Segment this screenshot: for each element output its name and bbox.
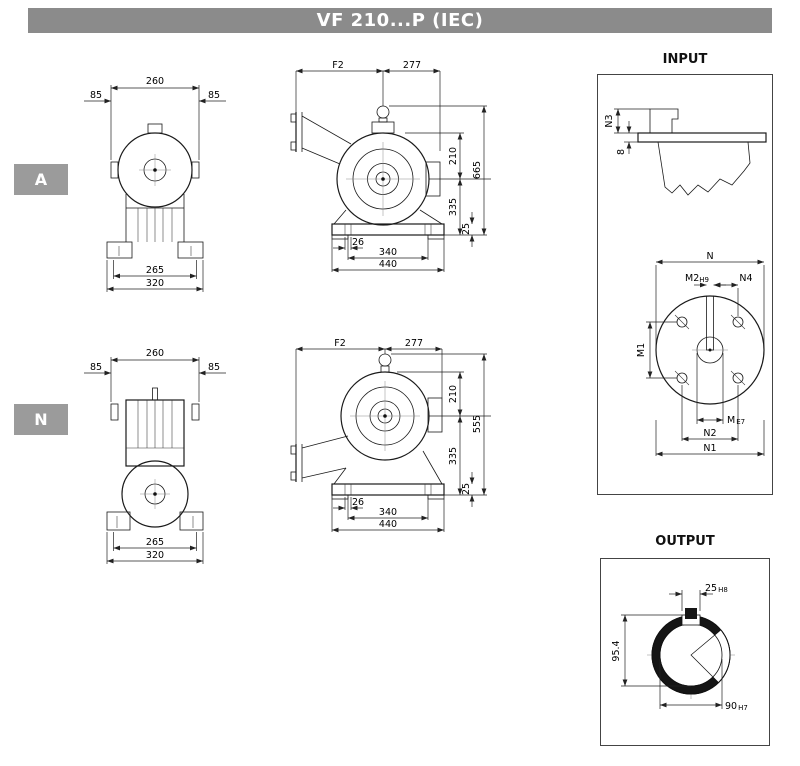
dim-label: 665 xyxy=(472,161,483,179)
side-n-dimensions: F2 277 210 335 555 25 26 340 440 xyxy=(295,338,491,533)
input-shaft-section-outline xyxy=(637,108,767,196)
dim-label: N3 xyxy=(604,114,615,127)
dim-label: 340 xyxy=(379,247,397,258)
dim-label: 335 xyxy=(448,198,459,216)
front-view-a-drawing: 260 85 85 265 320 xyxy=(84,76,226,292)
side-view-a-drawing: F2 277 210 335 665 25 26 340 440 xyxy=(290,60,491,273)
dim-label: M2H9 xyxy=(685,273,709,284)
dim-label: 320 xyxy=(146,278,164,289)
shaft-center-mark xyxy=(383,414,387,418)
output-dimensions: 25H8 95.4 90H7 xyxy=(611,583,748,712)
key-section xyxy=(685,608,697,619)
shaft-center-mark xyxy=(708,348,712,352)
front-a-dimensions: 260 85 85 265 320 xyxy=(84,76,226,292)
eyebolt-icon xyxy=(378,353,392,367)
dim-label: F2 xyxy=(332,60,344,71)
dim-label: 260 xyxy=(146,76,164,87)
dim-label: 210 xyxy=(448,147,459,165)
input-flange-dimensions: N M2H9 N4 M1 ME7 N2 N1 xyxy=(636,251,765,457)
output-hollow-shaft-section xyxy=(651,608,731,695)
dim-label: 265 xyxy=(146,537,164,548)
dim-label: F2 xyxy=(334,338,346,349)
page-title-bar: VF 210...P (IEC) xyxy=(28,8,772,33)
output-panel-title: OUTPUT xyxy=(655,534,715,549)
eyebolt-icon xyxy=(376,105,390,119)
dim-label: M1 xyxy=(636,343,647,357)
side-view-n-drawing: F2 277 210 335 555 25 26 340 440 xyxy=(290,338,491,533)
input-section-dimensions: N3 8 xyxy=(604,108,650,155)
dim-label: 85 xyxy=(90,90,102,101)
dim-label: 320 xyxy=(146,550,164,561)
dim-label: 26 xyxy=(352,497,364,508)
dim-label: 555 xyxy=(472,415,483,433)
page-title: VF 210...P (IEC) xyxy=(316,10,484,31)
dim-label: 26 xyxy=(352,237,364,248)
dim-label: 95.4 xyxy=(611,640,622,661)
variant-badge-n: N xyxy=(14,404,68,435)
dim-label: 260 xyxy=(146,348,164,359)
dim-label: 265 xyxy=(146,265,164,276)
variant-badge-a: A xyxy=(14,164,68,195)
dim-label: 85 xyxy=(208,90,220,101)
dim-label: 440 xyxy=(379,259,397,270)
shaft-center-mark xyxy=(381,177,385,181)
input-panel: N3 8 N xyxy=(597,74,773,495)
dim-label: 277 xyxy=(403,60,421,71)
gearbox-side-a-outline xyxy=(290,105,445,240)
dim-label: 25 xyxy=(461,483,472,495)
dim-label: N4 xyxy=(739,273,752,284)
dim-label: 335 xyxy=(448,447,459,465)
dim-label: ME7 xyxy=(727,415,745,426)
dim-label: N2 xyxy=(703,428,716,439)
input-panel-title: INPUT xyxy=(662,52,708,67)
input-flange-face-outline xyxy=(655,295,765,405)
gearbox-front-a-outline xyxy=(106,123,204,259)
dim-label: 85 xyxy=(208,362,220,373)
dim-label: 340 xyxy=(379,507,397,518)
dim-label: 90H7 xyxy=(725,701,748,712)
side-a-dimensions: F2 277 210 335 665 25 26 340 440 xyxy=(295,60,491,273)
dim-label: 8 xyxy=(616,149,627,155)
front-view-n-drawing: 260 85 85 265 320 xyxy=(84,348,226,564)
dim-label: 85 xyxy=(90,362,102,373)
shaft-center-mark xyxy=(153,168,157,172)
input-detail-drawing: N3 8 N xyxy=(604,108,767,457)
dim-label: N xyxy=(706,251,713,262)
dim-label: 25H8 xyxy=(705,583,728,594)
gearbox-side-n-outline xyxy=(290,353,445,500)
output-detail-drawing: 25H8 95.4 90H7 xyxy=(611,583,748,712)
front-n-dimensions: 260 85 85 265 320 xyxy=(84,348,226,564)
dim-label: 277 xyxy=(405,338,423,349)
dim-label: N1 xyxy=(703,443,716,454)
dim-label: 440 xyxy=(379,519,397,530)
shaft-center-mark xyxy=(153,492,157,496)
dim-label: 25 xyxy=(461,223,472,235)
dim-label: 210 xyxy=(448,385,459,403)
output-panel: 25H8 95.4 90H7 xyxy=(600,558,770,746)
